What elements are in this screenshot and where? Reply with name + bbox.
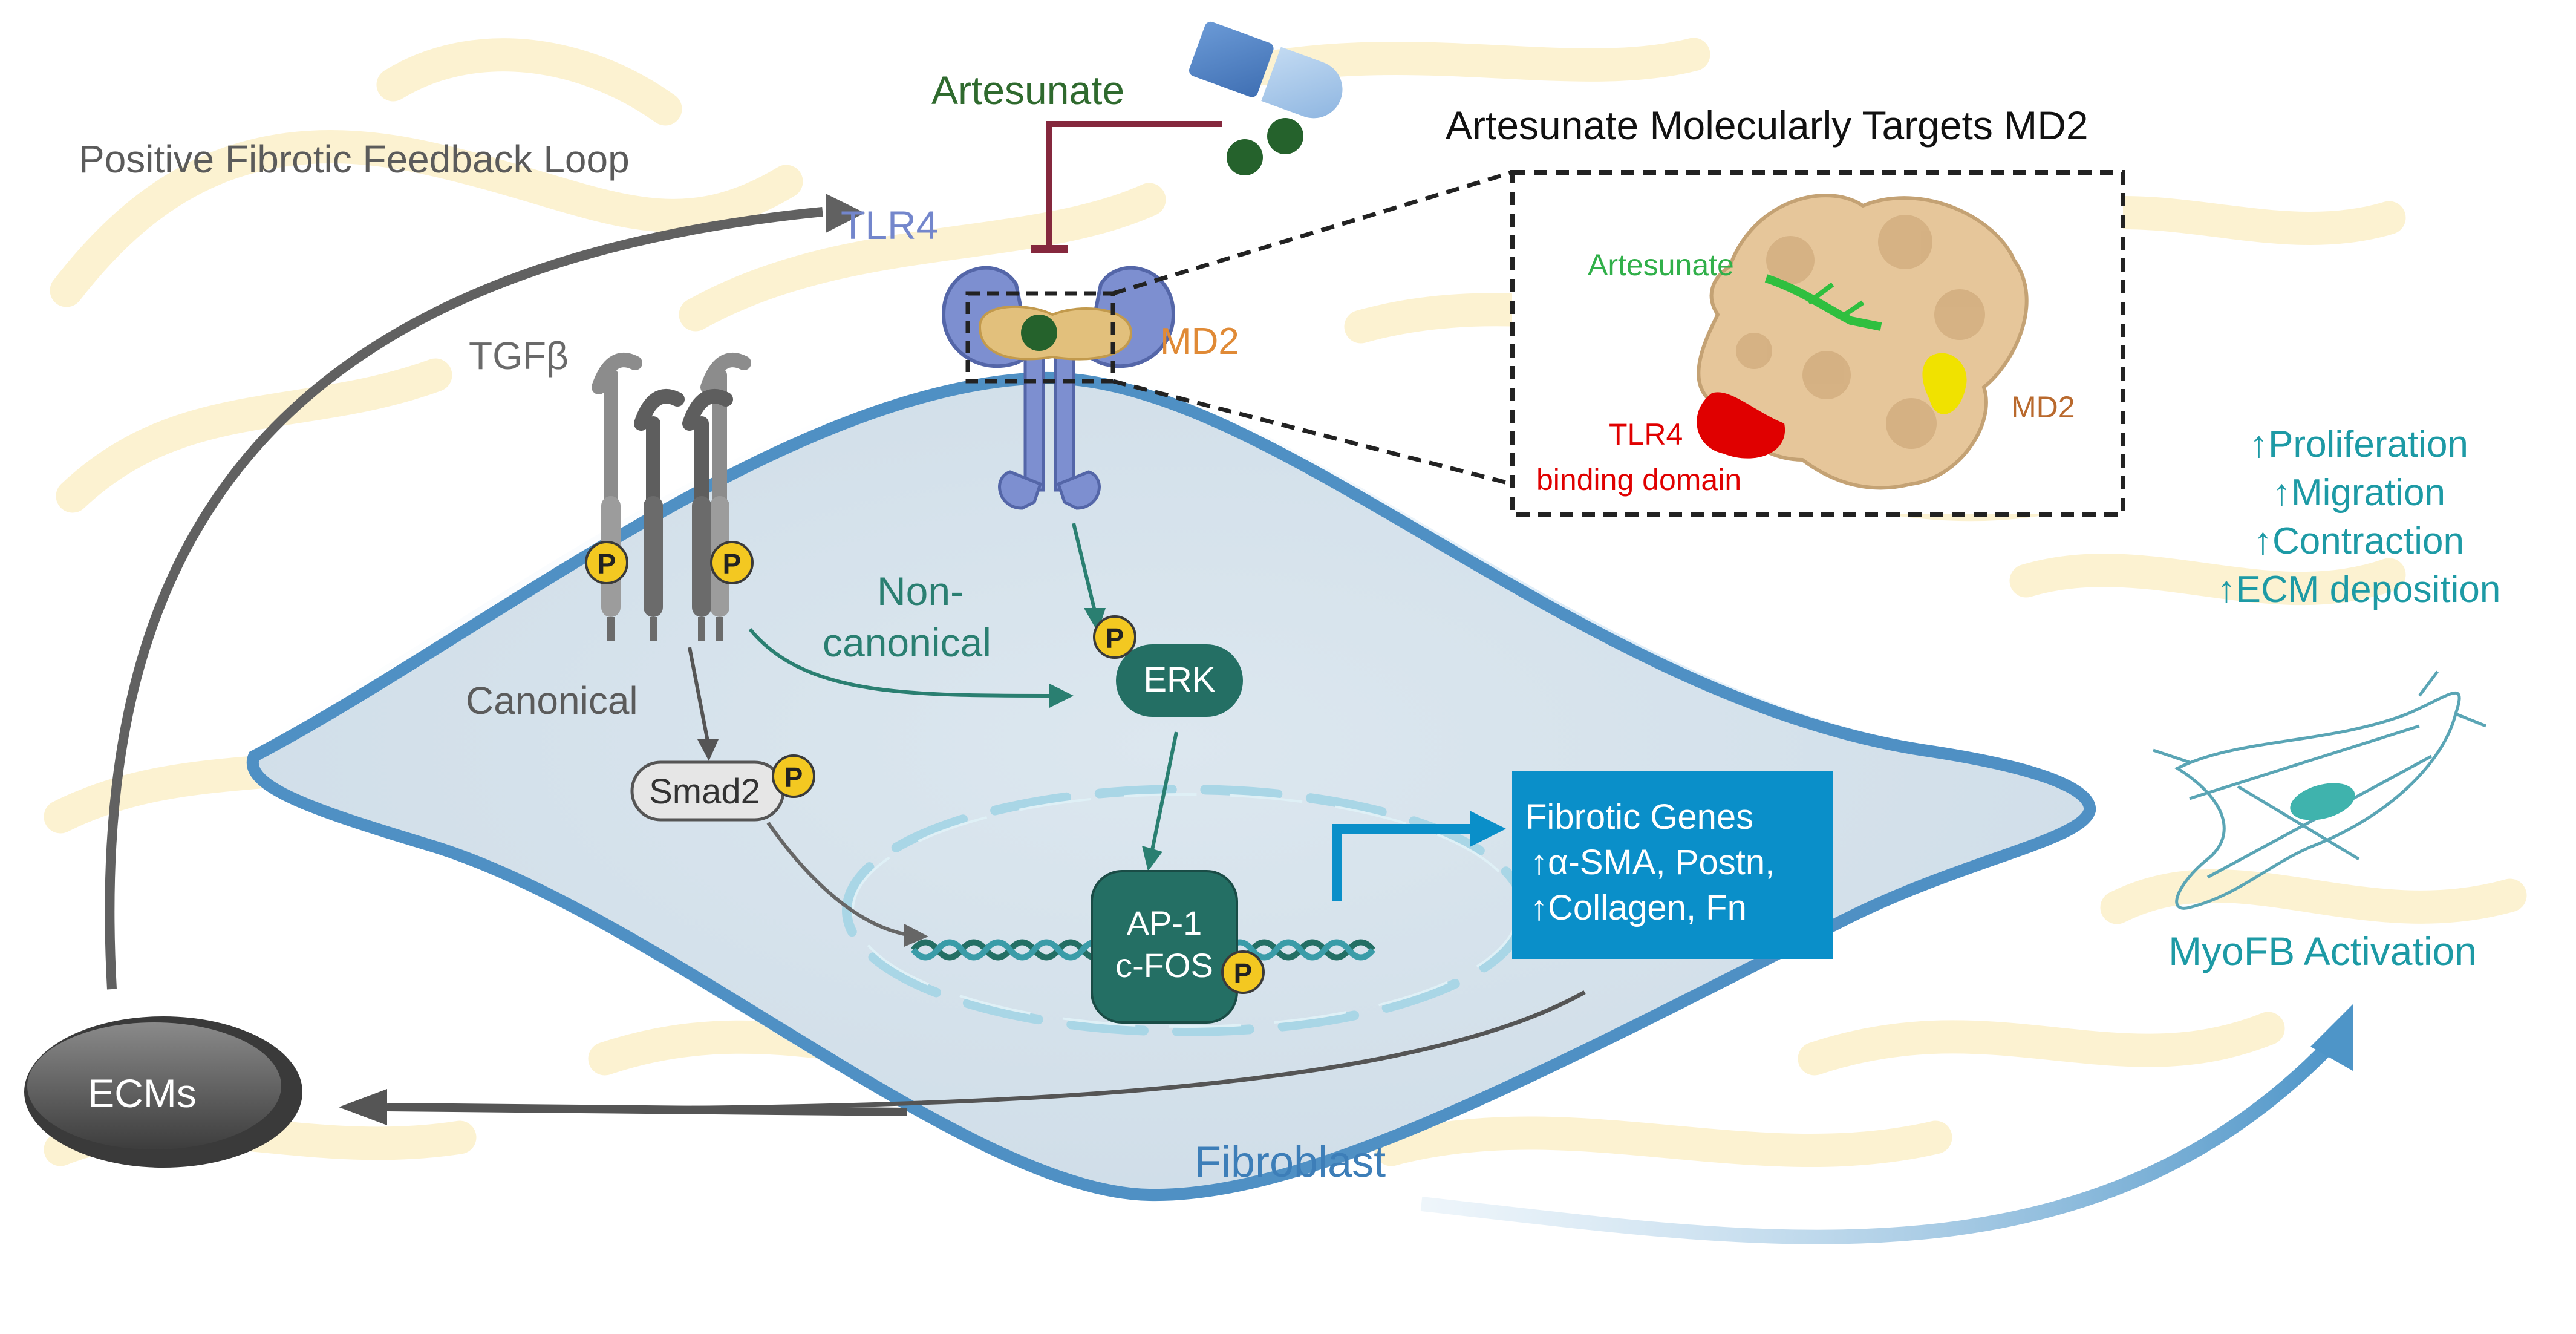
phospho-badge: P xyxy=(1221,950,1265,994)
svg-text:P: P xyxy=(1234,958,1253,989)
svg-text:P: P xyxy=(1106,623,1124,654)
myofb-activation-label: MyoFB Activation xyxy=(2168,929,2477,973)
svg-text:P: P xyxy=(723,548,742,580)
non-canonical-label-2: canonical xyxy=(823,620,991,665)
smad2-node: Smad2 xyxy=(630,760,785,822)
md2-label: MD2 xyxy=(1160,321,1239,362)
effect-ecm-deposition: ↑ECM deposition xyxy=(2217,569,2501,610)
md2-surface-image xyxy=(1697,194,2029,490)
artesunate-capsule-icon xyxy=(1189,21,1343,175)
phospho-badge: P xyxy=(772,754,815,798)
effect-proliferation: ↑Proliferation xyxy=(2249,423,2468,465)
effects-list: ↑Proliferation ↑Migration ↑Contraction ↑… xyxy=(2217,423,2501,610)
md2-structure-inset: Artesunate MD2 TLR4 binding domain xyxy=(1510,170,2125,517)
transcription-arrow xyxy=(1332,811,1506,901)
non-canonical-arrow xyxy=(748,628,1074,708)
feedback-loop-label: Positive Fibrotic Feedback Loop xyxy=(79,137,630,181)
canonical-label: Canonical xyxy=(466,679,638,722)
effect-migration: ↑Migration xyxy=(2272,472,2445,514)
erk-node: ERK xyxy=(1116,644,1243,717)
fibrotic-genes-title: Fibrotic Genes xyxy=(1525,797,1753,837)
erk-label: ERK xyxy=(1143,660,1216,699)
non-canonical-label-1: Non- xyxy=(877,569,964,613)
canonical-arrow xyxy=(688,647,719,761)
phospho-badge: P xyxy=(585,541,628,584)
zoom-lines xyxy=(1112,170,1513,486)
svg-text:P: P xyxy=(598,548,616,580)
myofibroblast-cell-icon xyxy=(2153,670,2486,910)
inset-md2-label: MD2 xyxy=(2011,390,2075,424)
ecms-label: ECMs xyxy=(88,1071,197,1116)
inset-title: Artesunate Molecularly Targets MD2 xyxy=(1446,103,2089,148)
ecms-node: ECMs xyxy=(24,1016,302,1168)
phospho-badge: P xyxy=(1093,615,1136,659)
cfos-label: c-FOS xyxy=(1115,946,1213,984)
effect-contraction: ↑Contraction xyxy=(2254,520,2464,562)
ecm-secretion-arrow xyxy=(339,990,1586,1125)
feedback-loop-arrow xyxy=(105,194,865,990)
inset-tlr4-label: TLR4 xyxy=(1609,417,1683,451)
smad-to-dna-arrow xyxy=(766,822,928,947)
fibroblast-label: Fibroblast xyxy=(1195,1138,1386,1186)
ap1-node: AP-1 c-FOS xyxy=(1091,870,1238,1024)
fibrotic-genes-box: Fibrotic Genes ↑α-SMA, Postn, ↑Collagen,… xyxy=(1512,771,1833,959)
myofb-arrow xyxy=(1420,1004,2353,1244)
ap1-label: AP-1 xyxy=(1127,904,1202,942)
tgfb-receptor xyxy=(592,353,751,641)
svg-text:P: P xyxy=(784,762,803,793)
tlr4-to-erk-arrow xyxy=(1072,523,1106,632)
fibrotic-genes-line1: ↑α-SMA, Postn, xyxy=(1530,843,1775,882)
inhibition-line xyxy=(1031,121,1222,253)
erk-to-ap1-arrow xyxy=(1142,731,1178,871)
phospho-badge: P xyxy=(710,541,754,584)
artesunate-label: Artesunate xyxy=(931,68,1124,113)
md2-protein xyxy=(978,305,1133,361)
inset-artesunate-label: Artesunate xyxy=(1588,248,1734,282)
tgfb-label: TGFβ xyxy=(469,334,569,378)
fibrotic-genes-line2: ↑Collagen, Fn xyxy=(1530,888,1747,927)
tlr4-label: TLR4 xyxy=(841,203,938,247)
inset-binding-domain-label: binding domain xyxy=(1536,463,1741,497)
smad2-label: Smad2 xyxy=(649,772,760,811)
